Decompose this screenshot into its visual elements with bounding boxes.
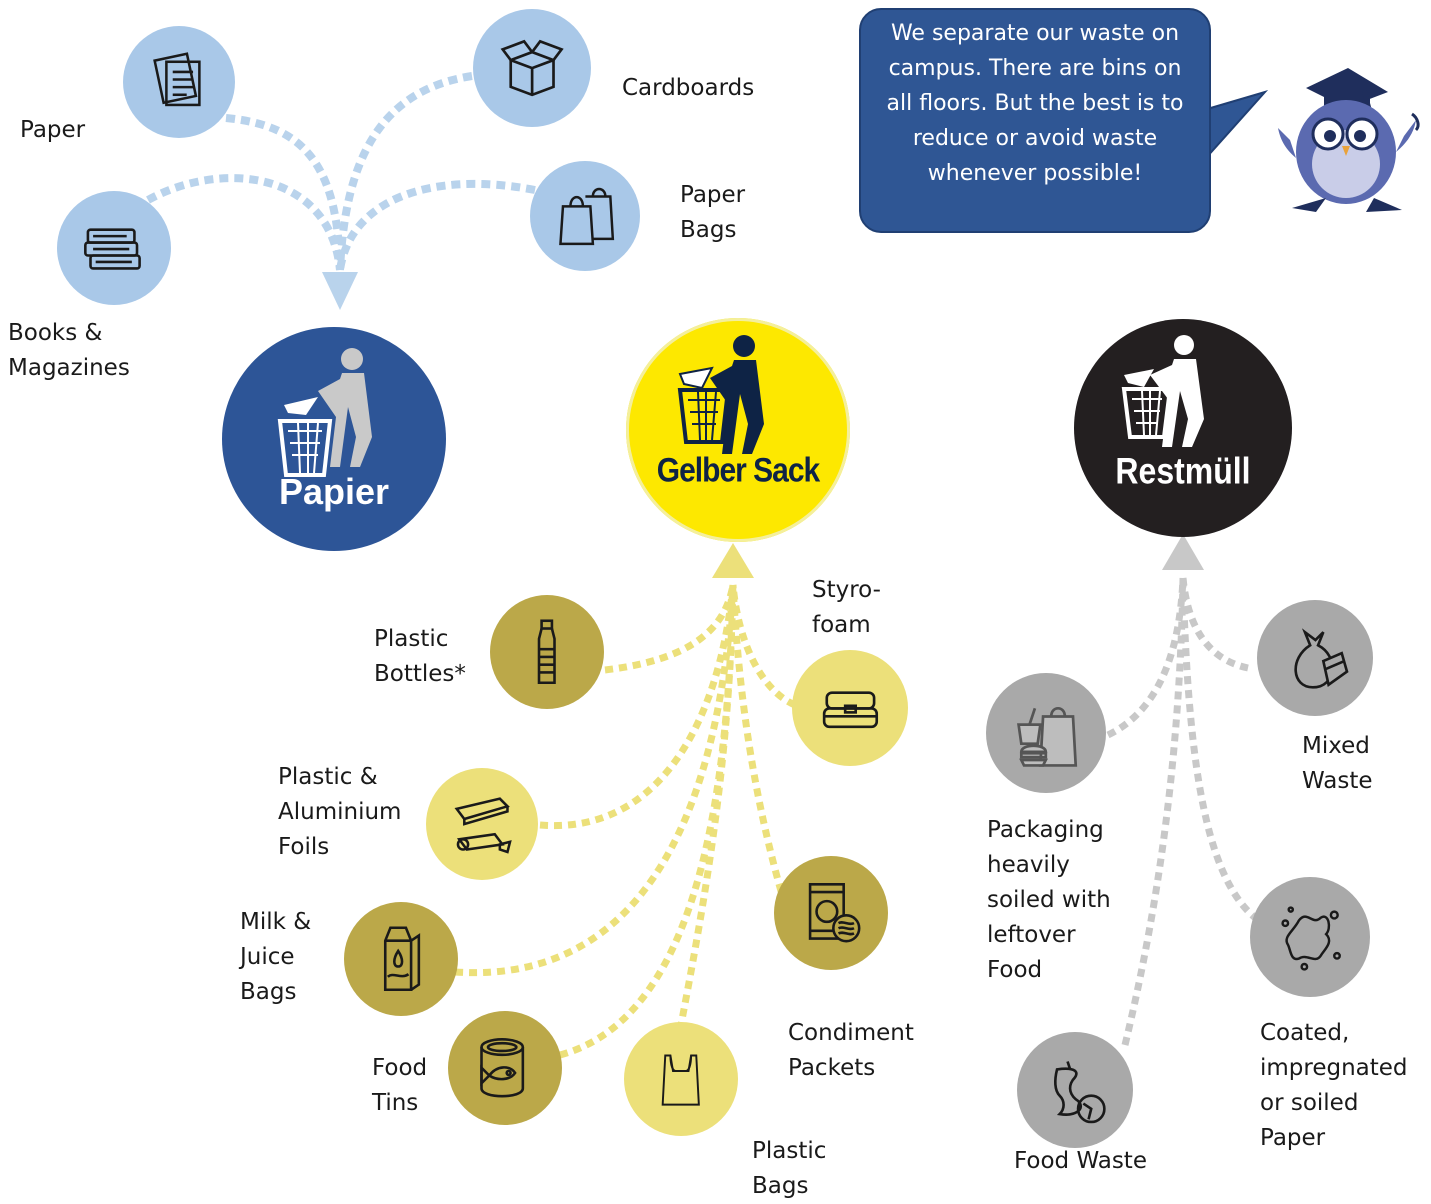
- link-books: [146, 174, 344, 271]
- link-coated: [1179, 577, 1261, 923]
- label-packaging: Packaging heavily soiled with leftover F…: [987, 817, 1111, 983]
- gelber-sack-title: Gelber Sack: [656, 451, 820, 490]
- gelber-arrow: [712, 543, 754, 578]
- gelber-sack-bin: Gelber Sack: [626, 318, 850, 542]
- restmuell-title: Restmüll: [1115, 450, 1251, 492]
- label-milk: Milk & Juice Bags: [240, 909, 312, 1005]
- litter-person-icon: [277, 348, 372, 477]
- link-paper-bags: [336, 180, 536, 271]
- plastic-bottle-icon: [490, 595, 604, 709]
- speech-bubble: We separate our waste on campus. There a…: [859, 8, 1211, 233]
- label-coated: Coated, impregnated or soiled Paper: [1260, 1020, 1408, 1151]
- mixed-waste-bag-icon: [1257, 600, 1373, 716]
- label-foils: Plastic & Aluminium Foils: [278, 764, 402, 860]
- label-books: Books & Magazines: [8, 320, 130, 381]
- apple-core-icon: [1017, 1032, 1133, 1148]
- label-cardboards: Cardboards: [622, 75, 755, 101]
- link-cardboards: [336, 72, 473, 271]
- papier-title: Papier: [278, 471, 390, 512]
- restmuell-arrow: [1162, 534, 1204, 570]
- takeaway-food-icon: [986, 673, 1106, 793]
- condiment-packet-icon: [774, 856, 888, 970]
- papier-arrow: [322, 272, 358, 310]
- label-mixed: Mixed Waste: [1302, 733, 1373, 794]
- milk-carton-icon: [344, 902, 458, 1016]
- link-plastic-bags: [676, 584, 737, 1031]
- papier-bin: Papier: [222, 327, 446, 551]
- link-plastic-bottles: [604, 584, 737, 674]
- label-plastic-bags: Plastic Bags: [752, 1138, 827, 1199]
- books-icon: [57, 191, 171, 305]
- cardboard-box-icon: [473, 9, 591, 127]
- link-condiment: [729, 584, 789, 906]
- label-food-waste: Food Waste: [1014, 1148, 1147, 1174]
- label-paper: Paper: [20, 117, 86, 143]
- food-tin-icon: [448, 1011, 562, 1125]
- label-condiment: Condiment Packets: [788, 1020, 914, 1081]
- styrofoam-box-icon: [792, 650, 908, 766]
- foils-icon: [426, 768, 538, 880]
- label-plastic-bottles: Plastic Bottles*: [374, 626, 466, 687]
- link-paper: [225, 114, 344, 271]
- litter-person-icon: [1121, 335, 1204, 447]
- paper-icon: [123, 26, 235, 138]
- paper-bags-icon: [530, 161, 640, 271]
- owl-mascot-icon: [1278, 68, 1420, 212]
- link-styrofoam: [729, 584, 797, 709]
- label-styrofoam: Styro- foam: [812, 577, 881, 638]
- link-food-waste: [1121, 577, 1187, 1046]
- restmuell-bin: Restmüll: [1074, 319, 1292, 537]
- label-food-tins: Food Tins: [372, 1055, 428, 1116]
- stain-icon: [1250, 877, 1370, 997]
- litter-person-icon: [677, 335, 764, 454]
- plastic-bag-icon: [624, 1022, 738, 1136]
- link-packaging: [1106, 577, 1187, 739]
- label-paper-bags: Paper Bags: [680, 182, 746, 243]
- link-foils: [539, 584, 737, 830]
- link-milk: [454, 584, 737, 977]
- link-mixed: [1179, 577, 1249, 672]
